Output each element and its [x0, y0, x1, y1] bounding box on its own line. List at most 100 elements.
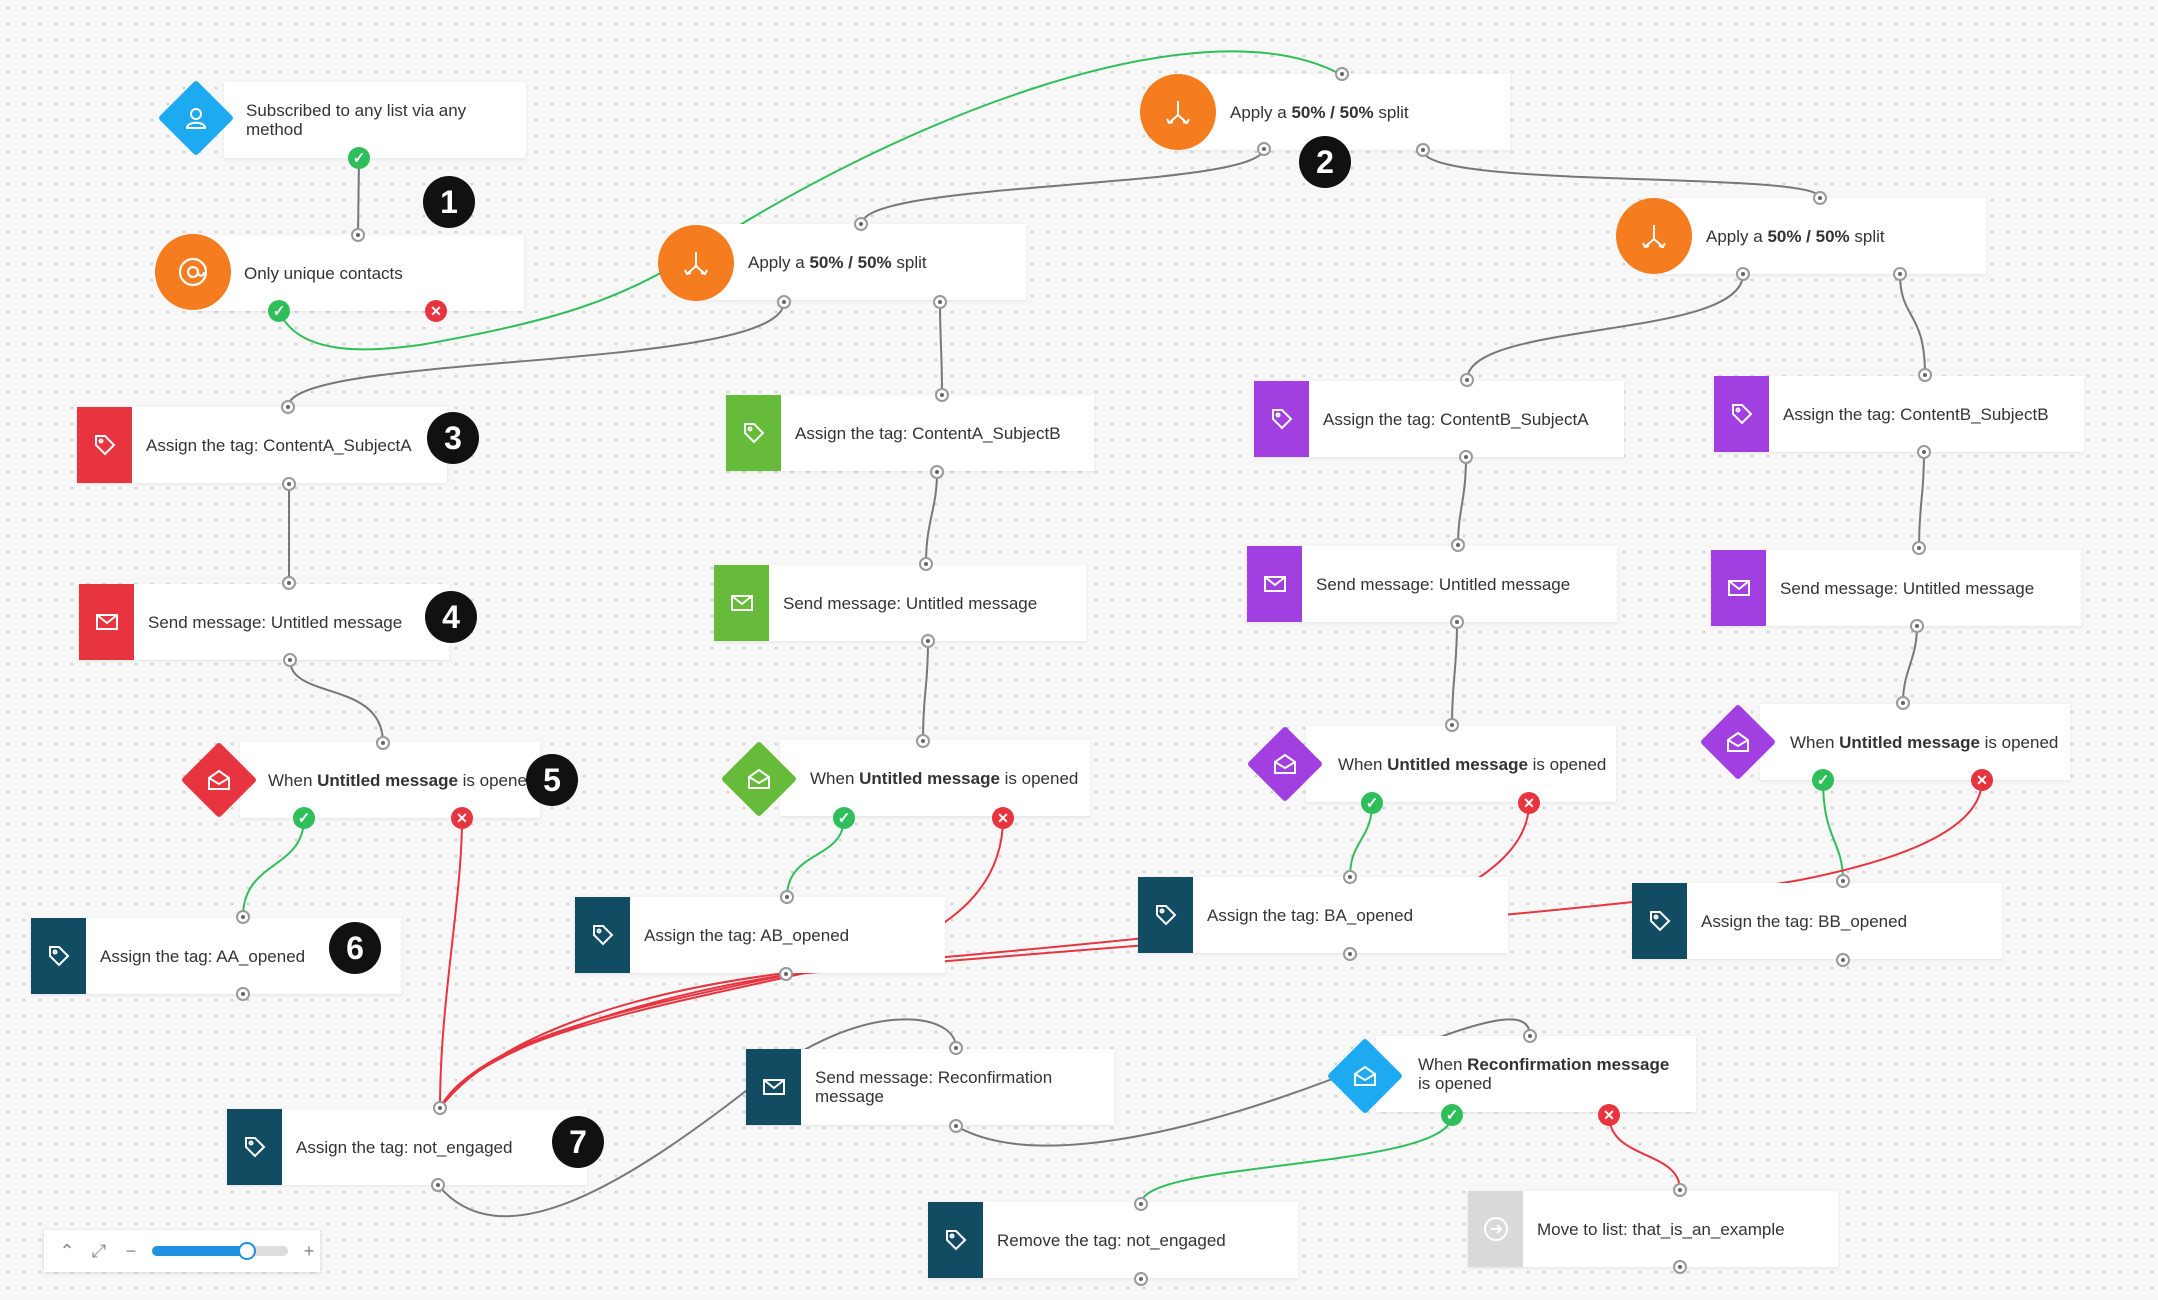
zoom-control: ⌃ ⤢ − +	[44, 1230, 320, 1272]
output-port[interactable]	[1416, 143, 1430, 157]
output-port[interactable]	[930, 465, 944, 479]
yes-check-icon[interactable]: ✓	[1361, 792, 1383, 814]
output-port[interactable]	[1450, 615, 1464, 629]
output-port[interactable]	[236, 987, 250, 1001]
yes-check-icon[interactable]: ✓	[833, 807, 855, 829]
input-port[interactable]	[433, 1101, 447, 1115]
yes-check-icon[interactable]: ✓	[293, 807, 315, 829]
output-port[interactable]	[1134, 1272, 1148, 1286]
condition-opened-aa[interactable]: When Untitled message is opened	[240, 742, 540, 818]
output-port[interactable]	[1736, 267, 1750, 281]
tag-contenta-subjectb[interactable]: Assign the tag: ContentA_SubjectB	[726, 395, 1094, 471]
tag-contentb-subjecta[interactable]: Assign the tag: ContentB_SubjectA	[1254, 381, 1624, 457]
output-port[interactable]	[1917, 445, 1931, 459]
output-port[interactable]	[1459, 450, 1473, 464]
yes-check-icon[interactable]: ✓	[348, 147, 370, 169]
input-port[interactable]	[282, 576, 296, 590]
no-cross-icon[interactable]: ✕	[1518, 792, 1540, 814]
tag-contenta-subjecta[interactable]: Assign the tag: ContentA_SubjectA	[77, 407, 447, 483]
input-port[interactable]	[916, 734, 930, 748]
send-message-aa[interactable]: Send message: Untitled message	[79, 584, 449, 660]
input-port[interactable]	[1523, 1029, 1537, 1043]
condition-reconfirmation-opened[interactable]: When Reconfirmation message is opened	[1376, 1036, 1696, 1112]
input-port[interactable]	[1918, 368, 1932, 382]
output-port[interactable]	[1257, 142, 1271, 156]
output-port[interactable]	[933, 295, 947, 309]
condition-opened-ba[interactable]: When Untitled message is opened	[1306, 726, 1616, 802]
input-port[interactable]	[1343, 870, 1357, 884]
no-cross-icon[interactable]: ✕	[1598, 1104, 1620, 1126]
input-port[interactable]	[1813, 191, 1827, 205]
input-port[interactable]	[1335, 67, 1349, 81]
collapse-up-icon[interactable]: ⌃	[59, 1240, 75, 1261]
input-port[interactable]	[1912, 541, 1926, 555]
output-port[interactable]	[949, 1119, 963, 1133]
message-label: Send message: Untitled message	[148, 612, 403, 632]
send-message-reconfirmation[interactable]: Send message: Reconfirmation message	[746, 1049, 1114, 1125]
send-message-bb[interactable]: Send message: Untitled message	[1711, 550, 2081, 626]
send-message-ab[interactable]: Send message: Untitled message	[714, 565, 1086, 641]
output-port[interactable]	[1343, 947, 1357, 961]
yes-check-icon[interactable]: ✓	[1812, 769, 1834, 791]
output-port[interactable]	[431, 1178, 445, 1192]
input-port[interactable]	[1896, 696, 1910, 710]
opened-label: When Untitled message is opened	[268, 770, 537, 790]
input-port[interactable]	[236, 910, 250, 924]
zoom-slider-handle[interactable]	[238, 1242, 257, 1260]
condition-opened-ab[interactable]: When Untitled message is opened	[780, 740, 1090, 816]
trigger-subscribed[interactable]: Subscribed to any list via any method	[224, 82, 526, 158]
input-port[interactable]	[919, 557, 933, 571]
input-port[interactable]	[376, 736, 390, 750]
yes-check-icon[interactable]: ✓	[268, 300, 290, 322]
split-right-label: Apply a 50% / 50% split	[1706, 226, 1885, 246]
input-port[interactable]	[1460, 373, 1474, 387]
split-left[interactable]: Apply a 50% / 50% split	[694, 224, 1026, 300]
input-port[interactable]	[1836, 874, 1850, 888]
output-port[interactable]	[282, 477, 296, 491]
input-port[interactable]	[1445, 718, 1459, 732]
input-port[interactable]	[854, 217, 868, 231]
no-cross-icon[interactable]: ✕	[451, 807, 473, 829]
no-cross-icon[interactable]: ✕	[1971, 769, 1993, 791]
input-port[interactable]	[1451, 538, 1465, 552]
input-port[interactable]	[1673, 1183, 1687, 1197]
zoom-in-button[interactable]: +	[303, 1240, 315, 1261]
annotation-badge-7: 7	[552, 1116, 604, 1168]
condition-opened-bb[interactable]: When Untitled message is opened	[1760, 704, 2070, 780]
input-port[interactable]	[935, 388, 949, 402]
output-port[interactable]	[779, 967, 793, 981]
send-message-ba[interactable]: Send message: Untitled message	[1247, 546, 1617, 622]
zoom-out-button[interactable]: −	[125, 1240, 137, 1261]
output-port[interactable]	[921, 634, 935, 648]
input-port[interactable]	[281, 400, 295, 414]
remove-tag-not-engaged[interactable]: Remove the tag: not_engaged	[928, 1202, 1298, 1278]
tag-ba-opened[interactable]: Assign the tag: BA_opened	[1138, 877, 1508, 953]
output-port[interactable]	[1893, 267, 1907, 281]
tag-label: Assign the tag: ContentB_SubjectB	[1783, 404, 2049, 424]
tag-label: Assign the tag: AA_opened	[100, 946, 306, 966]
tag-ab-opened[interactable]: Assign the tag: AB_opened	[575, 897, 945, 973]
input-port[interactable]	[949, 1041, 963, 1055]
output-port[interactable]	[777, 295, 791, 309]
no-cross-icon[interactable]: ✕	[425, 300, 447, 322]
input-port[interactable]	[351, 228, 365, 242]
output-port[interactable]	[1910, 619, 1924, 633]
fit-screen-icon[interactable]: ⤢	[91, 1240, 107, 1261]
move-to-list[interactable]: Move to list: that_is_an_example	[1468, 1191, 1838, 1267]
input-port[interactable]	[780, 890, 794, 904]
tag-contentb-subjectb[interactable]: Assign the tag: ContentB_SubjectB	[1714, 376, 2084, 452]
output-port[interactable]	[1836, 953, 1850, 967]
output-port[interactable]	[1673, 1260, 1687, 1274]
input-port[interactable]	[1134, 1197, 1148, 1211]
output-port[interactable]	[283, 653, 297, 667]
no-cross-icon[interactable]: ✕	[992, 807, 1014, 829]
yes-check-icon[interactable]: ✓	[1441, 1104, 1463, 1126]
condition-unique-contacts[interactable]: Only unique contacts	[192, 235, 524, 311]
tag-not-engaged[interactable]: Assign the tag: not_engaged	[227, 1109, 587, 1185]
split-right[interactable]: Apply a 50% / 50% split	[1654, 198, 1986, 274]
tag-bb-opened[interactable]: Assign the tag: BB_opened	[1632, 883, 2002, 959]
tag-icon	[928, 1202, 983, 1278]
split-top[interactable]: Apply a 50% / 50% split	[1178, 74, 1510, 150]
zoom-slider[interactable]	[152, 1242, 288, 1260]
